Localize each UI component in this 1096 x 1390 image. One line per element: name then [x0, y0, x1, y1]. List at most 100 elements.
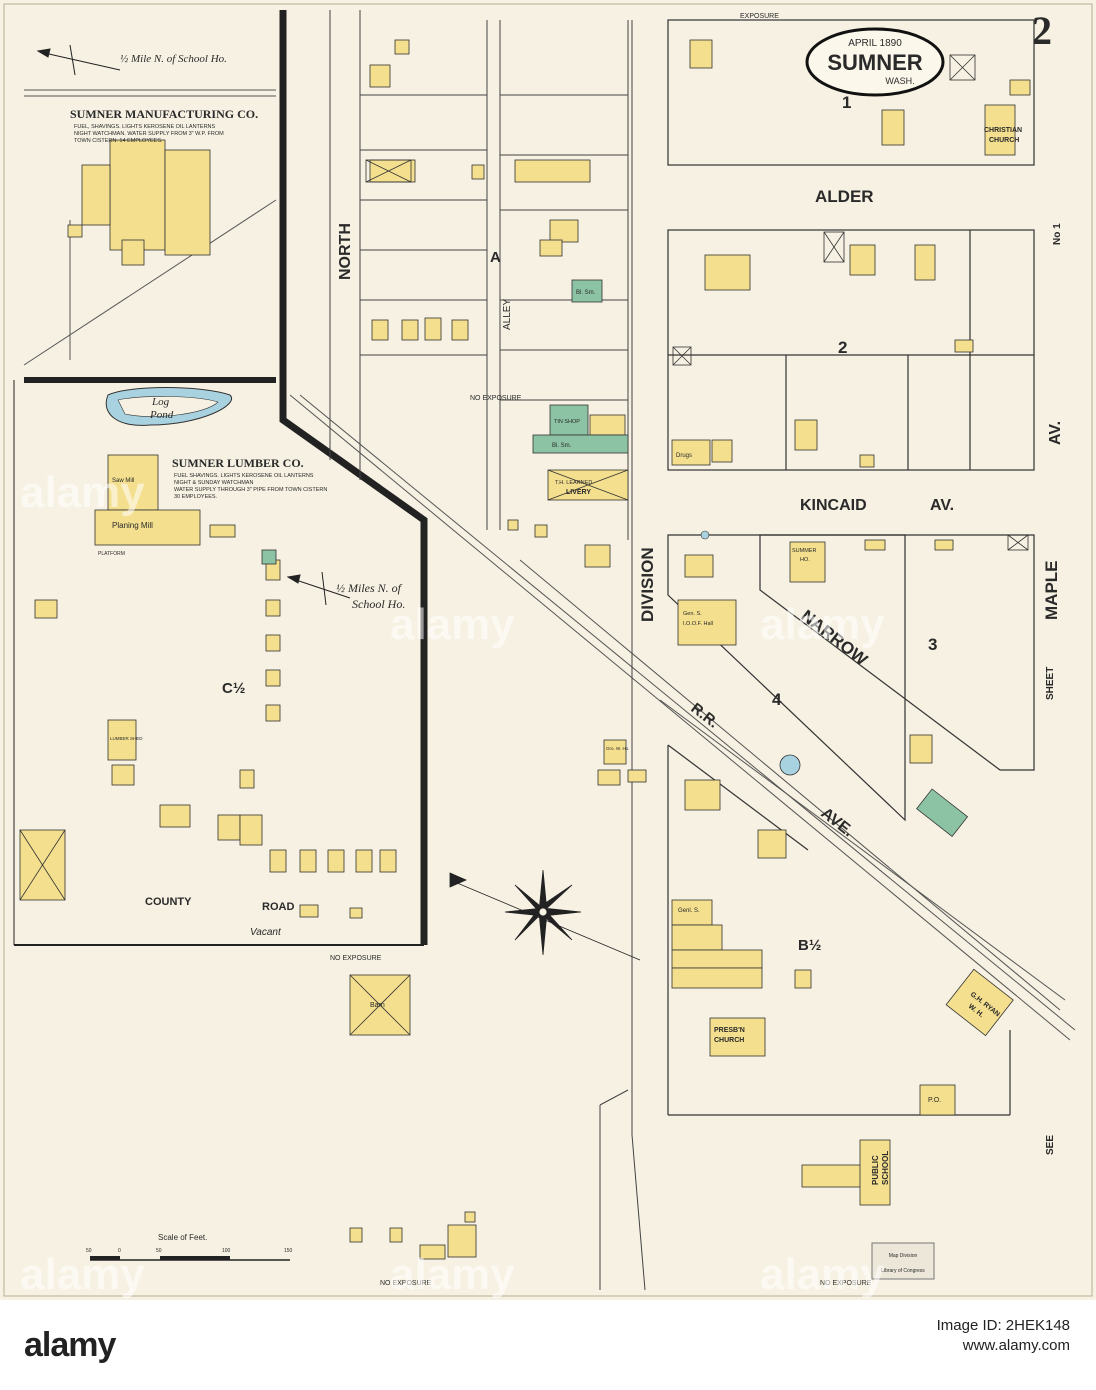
street-kincaid: KINCAID	[800, 497, 867, 514]
saw-mill-building	[107, 454, 159, 511]
shed-b2-3	[859, 454, 875, 468]
dwelling-n6	[401, 319, 419, 341]
tin-shop-label: TIN SHOP	[554, 419, 580, 425]
platform-label: PLATFORM	[98, 551, 125, 557]
shed-b5-2	[627, 769, 647, 783]
dwelling-n1	[369, 64, 391, 88]
bl-sm-2	[532, 434, 629, 454]
railroad	[289, 394, 1076, 1041]
dwelling-a1	[514, 159, 591, 183]
bl-sm-1-label: Bl. Sm.	[576, 290, 596, 296]
note-see: SEE	[1045, 1135, 1056, 1155]
dwelling-n2	[394, 39, 410, 55]
block-a: A	[490, 249, 501, 266]
north-arrow-mid	[286, 571, 351, 606]
mfg-title: SUMNER MANUFACTURING CO.	[70, 107, 258, 121]
bldg-c8	[265, 704, 281, 722]
shed-b5-1	[597, 769, 621, 786]
lumber-line-2: NIGHT & SUNDAY WATCHMAN	[174, 480, 253, 486]
mfg-shed	[121, 239, 145, 266]
livery-label: LIVERY	[566, 489, 591, 496]
footer-image-id: Image ID: 2HEK148 www.alamy.com	[937, 1316, 1070, 1356]
mfg-sash-factory	[164, 149, 211, 256]
scale-tick-4: 150	[284, 1248, 293, 1254]
water-tank	[779, 754, 801, 776]
store-row-1	[671, 924, 723, 951]
site-link[interactable]: www.alamy.com	[962, 1337, 1070, 1354]
street-lines	[329, 10, 646, 1291]
block-1: 1	[842, 93, 851, 112]
cartouche-date: APRIL 1890	[848, 38, 902, 49]
dwelling-n8	[451, 319, 469, 341]
watermark-5: alamy	[390, 1250, 515, 1299]
dwelling-b4-2	[909, 734, 933, 764]
note-exposure-top: EXPOSURE	[740, 13, 779, 20]
mfg-small-shed	[67, 224, 83, 238]
block-c-half: C½	[222, 680, 245, 697]
map-sheet: APRIL 1890 SUMNER WASH. 2 ALDER KINCAID …	[0, 0, 1096, 1300]
watermark-4: alamy	[20, 1250, 145, 1299]
summer-house	[789, 541, 826, 583]
sheet-number: 2	[1032, 8, 1052, 53]
moulding-shed	[34, 599, 58, 619]
tin-shop	[549, 404, 589, 436]
footer-logo[interactable]: alamy	[24, 1326, 116, 1364]
cartouche-town: SUMNER	[827, 50, 922, 75]
gh-ryan-whs	[945, 968, 1014, 1037]
iof-hall-label: I.O.O.F. Hall	[683, 621, 713, 627]
lumber-shed-small	[209, 524, 236, 538]
bldg-c2	[239, 814, 263, 846]
bldg-c7	[265, 669, 281, 687]
scale-tick-2: 50	[156, 1248, 162, 1254]
wagon-shop	[589, 414, 626, 436]
lumber-shed-label: LUMBER SHED	[110, 736, 143, 741]
map-notes: ½ Mile N. of School Ho. ½ Miles N. of Sc…	[120, 13, 1063, 1287]
top-left-roads	[23, 89, 277, 366]
log-pond-label-1: Log	[151, 396, 170, 408]
block-3: 3	[928, 635, 937, 654]
scale-label: Scale of Feet.	[158, 1233, 207, 1242]
shed-b3-2	[934, 539, 954, 551]
drugs-store	[671, 439, 711, 466]
watermark-1: alamy	[20, 468, 145, 517]
lumber-office	[159, 804, 191, 828]
cartouche: APRIL 1890 SUMNER WASH.	[805, 27, 945, 97]
north-arrow-top	[36, 44, 121, 76]
livery-owner-label: T.H. LEARNED	[555, 480, 592, 486]
shed-b3-1	[864, 539, 886, 551]
note-exposure-mid: NO EXPOSURE	[470, 395, 522, 402]
planing-mill-label: Planing Mill	[112, 521, 153, 530]
christian-church-label-1: CHRISTIAN	[984, 127, 1022, 134]
shed-a2	[534, 524, 548, 538]
dwelling-row-2	[299, 849, 317, 873]
note-half-mile-mid-2: School Ho.	[352, 597, 405, 611]
dwelling-b1-2	[881, 109, 905, 146]
log-pond-label-2: Pond	[149, 409, 174, 421]
dwelling-s4	[419, 1244, 446, 1260]
street-maple: MAPLE	[1042, 561, 1061, 621]
gro-whs-label: Gro. W. Ho.	[606, 746, 630, 751]
dwelling-n5	[371, 319, 389, 341]
lumber-title: SUMNER LUMBER CO.	[172, 456, 304, 470]
dwelling-s1	[349, 1227, 363, 1243]
dwelling-b2-3	[914, 244, 936, 281]
footer-bar: alamy Image ID: 2HEK148 www.alamy.com	[0, 1300, 1096, 1390]
scale-tick-0: 50	[86, 1248, 92, 1254]
note-exposure-bottom-right: NO EXPOSURE	[820, 1280, 872, 1287]
public-school-label-2: SCHOOL	[881, 1151, 890, 1185]
dwelling-b2-2	[849, 244, 876, 276]
street-road: ROAD	[262, 901, 294, 913]
christian-church-label-2: CHURCH	[989, 137, 1019, 144]
gen-s-label: Gen. S.	[683, 611, 702, 617]
gro-whs	[603, 739, 627, 765]
business-labels: SUMNER MANUFACTURING CO. FUEL, SHAVINGS.…	[70, 107, 1022, 1185]
shed-b5-3	[794, 969, 812, 989]
sheet-border	[3, 3, 1093, 1297]
image-id-label: Image ID: 2HEK148	[936, 1317, 1070, 1334]
dwelling-row-4	[355, 849, 373, 873]
dwelling-row-3	[327, 849, 345, 873]
panel-frames	[13, 10, 428, 946]
summer-ho-label-1: SUMMER	[792, 548, 816, 554]
stamp-line-2: Library of Congress	[881, 1268, 925, 1274]
block-4: 4	[772, 690, 782, 709]
